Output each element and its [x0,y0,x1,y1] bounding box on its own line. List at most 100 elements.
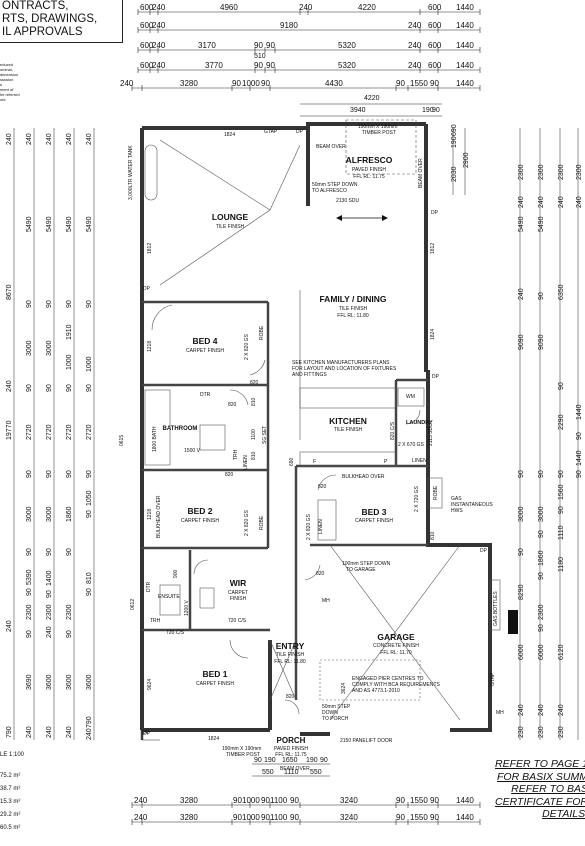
label: BEAM OVER [418,158,424,188]
label: 9624 [147,679,153,690]
room-lounge: LOUNGE [212,212,249,222]
dim: 1860 [538,550,545,566]
dim: 90 [538,572,545,580]
basix-line: DETAILS. [542,808,585,820]
room-sub: CARPET FINISH [181,518,219,524]
dim: 90 [266,61,275,70]
dim: 240 [46,626,53,638]
dim: 240 [86,728,93,740]
label: BEAM OVER [316,144,346,150]
side-note-line: ssssion [0,77,14,82]
room-sub: 1500 V [184,448,201,454]
dim: 1110 [558,525,565,540]
dim: 1860 [66,506,73,522]
dim: 240 [538,704,545,716]
title-line: IL APPROVALS [2,26,83,38]
label: BEAM OVER [280,766,310,772]
label: TRH [150,618,161,624]
dim: 240 [518,196,525,208]
dim: 5490 [46,216,53,232]
dim: 3240 [340,796,358,805]
room-sub: TILE FINISH [216,224,245,230]
dim: 1440 [456,813,474,822]
side-note-line: educed [0,62,14,67]
room-sub: TILE FINISH [339,306,368,312]
dim: 230 [558,726,565,738]
side-note-line: he referred [0,92,20,97]
dim: 9180 [280,21,298,30]
dim: 5490 [538,216,545,232]
dim: 3000 [46,506,53,522]
area-list: 75.2 m² 38.7 m² 15.3 m² 29.2 m² 60.5 m² [0,770,20,835]
dim: 8290 [518,584,525,600]
dim: 4960 [220,3,238,12]
dim: 3000 [538,506,545,522]
dim: 2300 [26,604,33,620]
dim: 90 [290,813,299,822]
room-sub: CARPET [228,590,248,596]
dim: 240 [86,133,93,145]
room-garage: GARAGE [377,632,415,642]
side-note-line: ominal, [0,67,13,72]
label: 0615 [119,435,125,446]
dimension-lines [13,11,579,823]
bottom-corner [141,730,160,741]
label: 1824 [224,132,235,138]
dim: 790 [6,726,13,738]
label: DP [143,731,151,737]
dim: 240 [518,288,525,300]
dim: 90 [86,300,93,308]
dim: 3280 [180,796,198,805]
room-bed-2: BED 2 [187,506,212,516]
dim: 6120 [558,644,565,660]
room-sub: PAVED FINISH [352,167,386,173]
dim: 8670 [6,284,13,300]
label: BULKHEAD OVER [156,495,162,538]
dim: 240 [152,21,166,30]
dim: 90 [538,530,545,538]
bottom-dimension-rows: 240 3280 90 1000 90 1100 90 3240 90 1550… [134,796,474,822]
dim: 90 [26,470,33,478]
dim: 190 [264,757,276,764]
basix-line: REFER TO BAS [511,783,585,795]
dim: 2300 [46,604,53,620]
label: AND AS 4773.1-2010 [352,688,400,694]
side-note: educed ominal, dimension ssssion s ment … [0,62,20,102]
dim: 240 [558,704,565,716]
label: HWS [451,508,463,514]
label: LINEN [412,458,427,464]
room-bed-1: BED 1 [202,669,227,679]
label: 1218 [147,341,153,352]
dim: 240 [152,61,166,70]
dim: 3240 [340,813,358,822]
label: TO PORCH [322,716,349,722]
dim: 90 [26,548,33,556]
dim: 2720 [46,424,53,440]
dim: 90 [518,470,525,478]
area-value: 15.3 m² [0,799,21,805]
label: 810 [251,451,257,460]
label: SEE KITCHEN MANUFACTURERS PLANS [292,360,390,366]
dim: 240 [558,196,565,208]
dim: 5490 [66,216,73,232]
label: 50mm STEP [322,704,351,710]
label: GTAP [264,129,278,135]
label: ROBE [433,485,439,500]
label: DOWN [322,710,338,716]
room-labels: LOUNGE TILE FINISH FAMILY / DINING TILE … [158,155,433,758]
meter-box [508,610,518,634]
dim: 9090 [538,334,545,350]
label: 820 [225,472,234,478]
dim: 90 [46,590,53,598]
dim: 1550 [410,813,428,822]
dim: 90 [261,796,270,805]
dim: 90 [558,470,565,478]
dim: 600 [428,3,442,12]
label: 810 [251,397,257,406]
dim: 1560 [558,484,565,500]
dim: 600 [140,3,154,12]
side-note-line: ment of [0,87,14,92]
dim: 3000 [26,340,33,356]
dim: 90 [46,470,53,478]
dim: 4220 [358,3,376,12]
